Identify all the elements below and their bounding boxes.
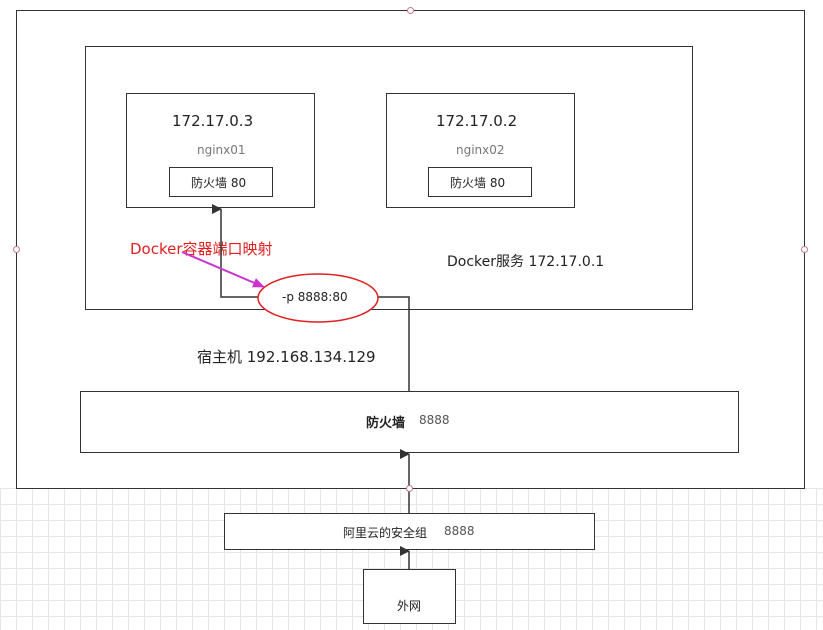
docker-service-label: Docker服务 172.17.0.1 [447, 254, 605, 270]
port-mapping-label: -p 8888:80 [282, 290, 348, 304]
container-nginx02-ip: 172.17.0.2 [436, 112, 518, 130]
host-machine-label: 宿主机 192.168.134.129 [197, 348, 376, 366]
container-nginx01-ip: 172.17.0.3 [172, 112, 254, 130]
resize-handle-right[interactable] [801, 246, 808, 253]
resize-handle-left[interactable] [13, 246, 20, 253]
host-firewall-port: 8888 [419, 413, 450, 427]
port-mapping-ellipse [257, 273, 379, 323]
security-group-label: 阿里云的安全组 [343, 526, 428, 540]
internet-box[interactable] [363, 569, 456, 624]
container-nginx01-name: nginx01 [197, 143, 246, 157]
container-nginx02-name: nginx02 [456, 143, 505, 157]
internet-label: 外网 [397, 599, 422, 613]
resize-handle-top[interactable] [407, 7, 414, 14]
container-nginx01-firewall[interactable] [169, 167, 273, 197]
port-mapping-annotation: Docker容器端口映射 [130, 240, 273, 258]
annotation-arrow [181, 251, 265, 288]
container-nginx02-firewall[interactable] [428, 167, 532, 197]
host-firewall-label: 防火墙 [366, 416, 406, 431]
resize-handle-bottom[interactable] [406, 485, 413, 492]
container-nginx02-firewall-label: 防火墙 80 [450, 176, 506, 190]
container-nginx01-firewall-label: 防火墙 80 [191, 176, 247, 190]
security-group-port: 8888 [444, 524, 475, 538]
